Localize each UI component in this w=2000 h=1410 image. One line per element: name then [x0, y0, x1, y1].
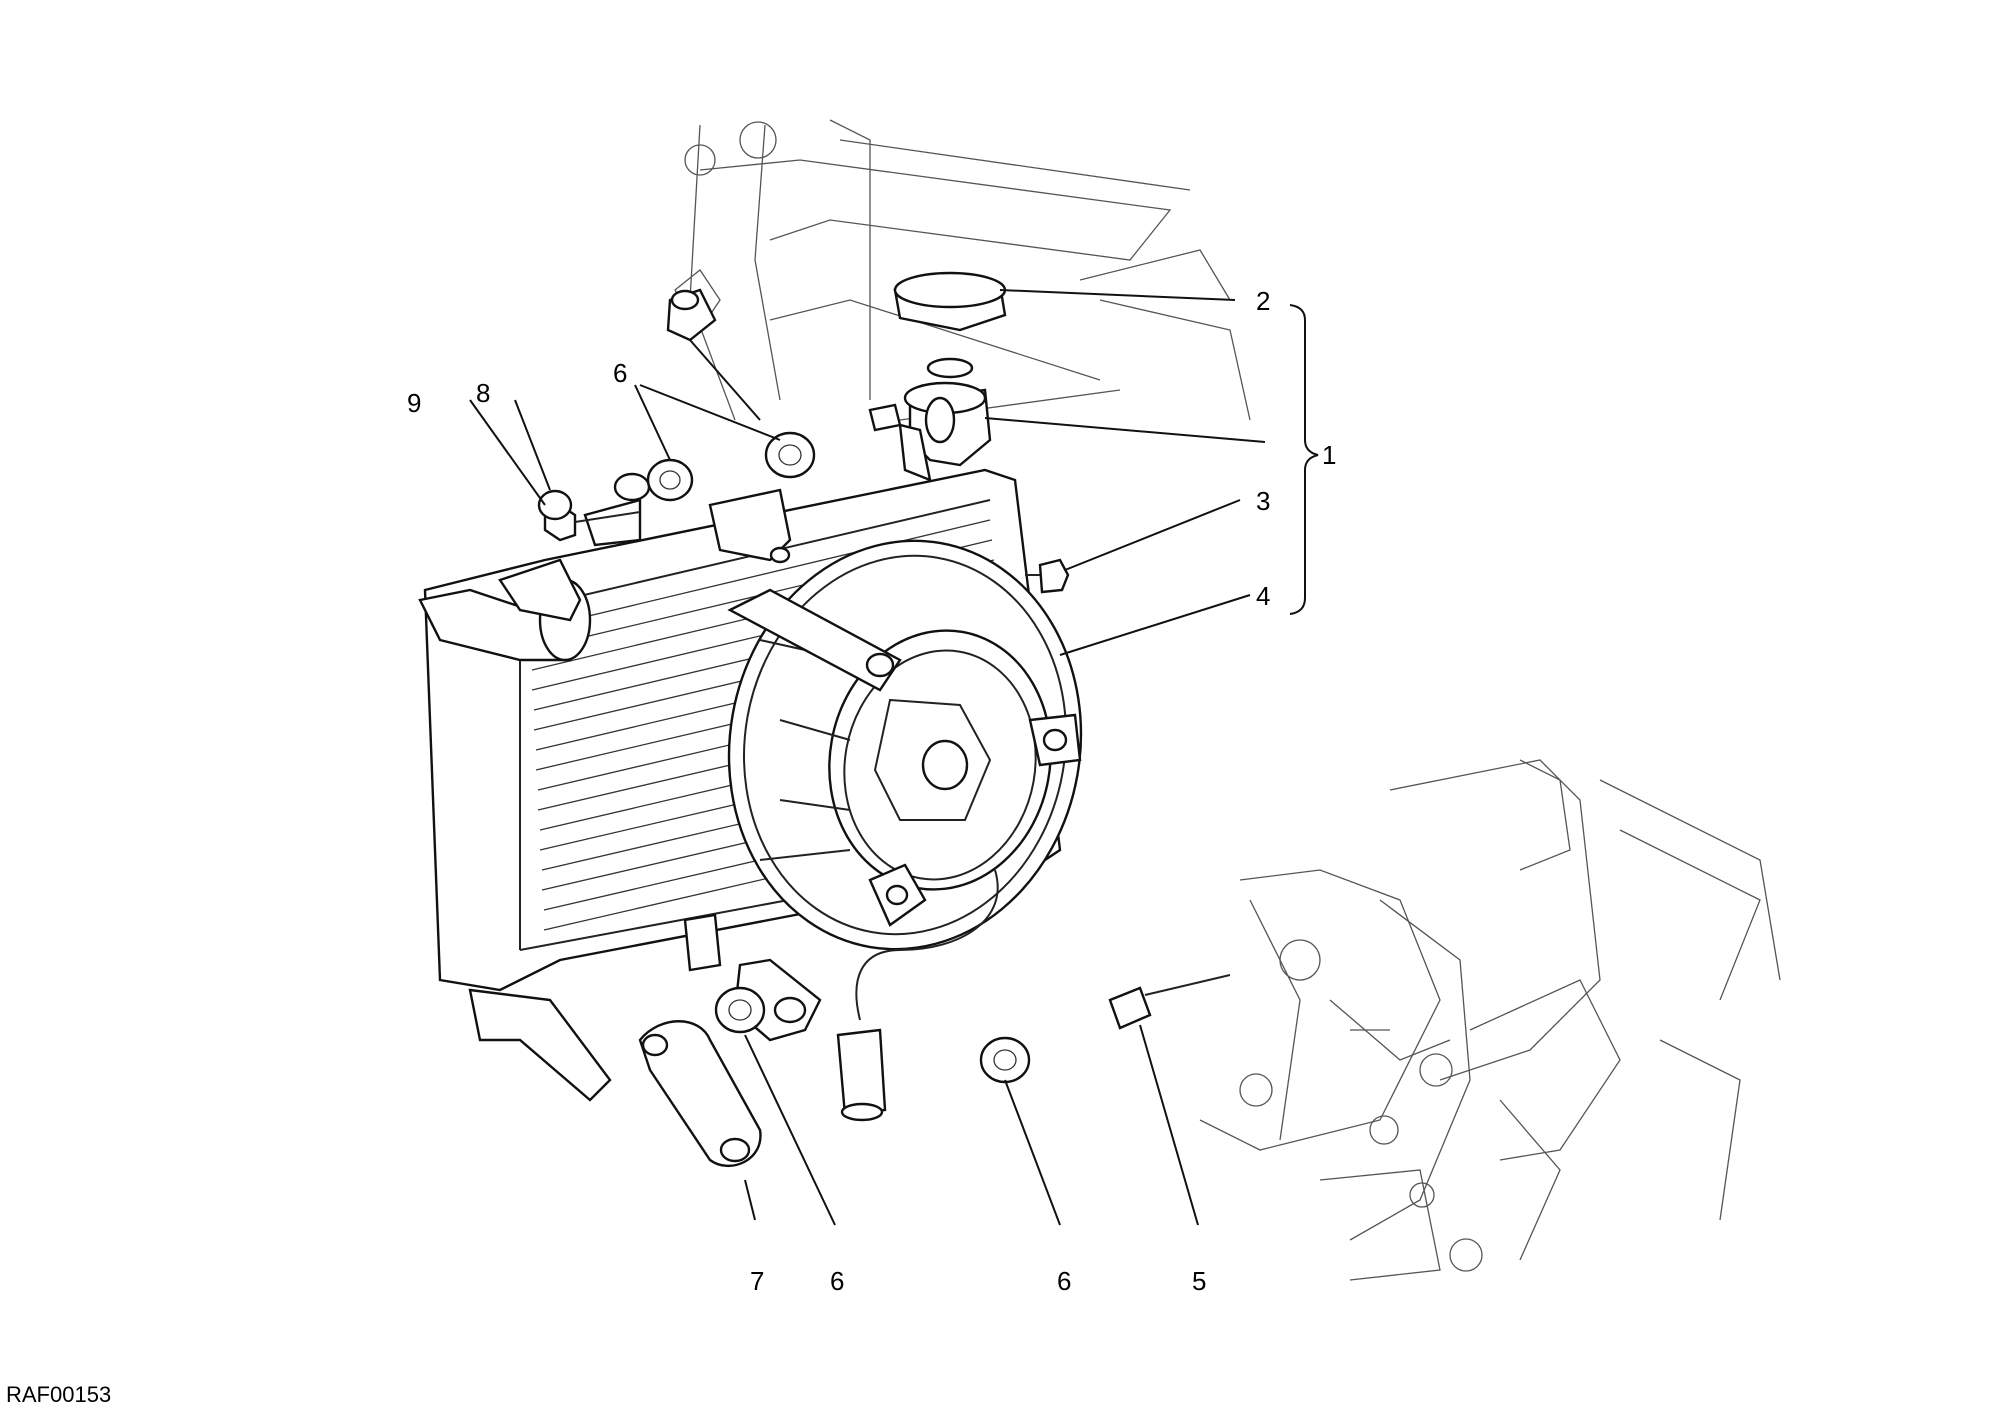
- callout-1: 1: [1322, 440, 1336, 470]
- callout-8: 8: [476, 378, 490, 408]
- callout-6-top: 6: [613, 358, 627, 388]
- fasteners: [537, 288, 1231, 1168]
- filler-neck: [868, 381, 992, 482]
- callout-6-bottom-left: 6: [830, 1266, 844, 1296]
- grommet-bottom-left: [714, 986, 766, 1034]
- cooling-fan: [727, 539, 1083, 1122]
- grommet-top-right: [764, 431, 816, 479]
- grommet-bottom-right: [979, 1036, 1031, 1084]
- callout-9: 9: [407, 388, 421, 418]
- radiator-cap: [893, 271, 1007, 379]
- callout-7: 7: [750, 1266, 764, 1296]
- callout-labels: 1 2 3 4 5 6 6 6 7 8 9: [407, 286, 1336, 1296]
- grommet-top-left: [646, 458, 694, 502]
- callout-5: 5: [1192, 1266, 1206, 1296]
- callout-3: 3: [1256, 486, 1270, 516]
- drawing-reference-code: RAF00153: [6, 1382, 111, 1407]
- engine-outline: [1199, 759, 1781, 1281]
- leader-lines: [469, 289, 1319, 1226]
- callout-4: 4: [1256, 581, 1270, 611]
- callout-2: 2: [1256, 286, 1270, 316]
- callout-6-bottom-right: 6: [1057, 1266, 1071, 1296]
